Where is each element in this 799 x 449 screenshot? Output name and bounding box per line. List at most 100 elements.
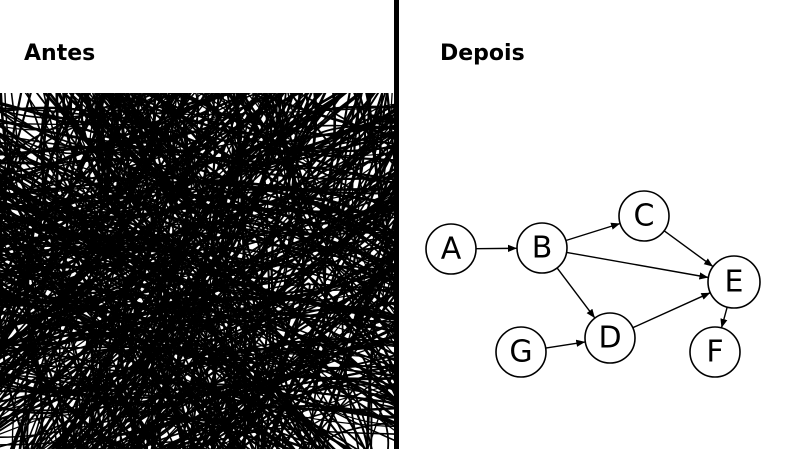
tangle-line bbox=[256, 93, 394, 138]
tangle-line bbox=[0, 93, 208, 307]
tangle-line bbox=[130, 441, 178, 449]
tangle-line bbox=[0, 237, 5, 266]
tangle-line bbox=[0, 93, 69, 204]
node-c: C bbox=[618, 190, 670, 242]
graph-edges bbox=[475, 222, 728, 349]
tangle-line bbox=[0, 146, 21, 203]
tangled-lines-illustration bbox=[0, 93, 394, 449]
tangle-line bbox=[0, 93, 233, 290]
tangle-line bbox=[0, 93, 200, 313]
tangle-line bbox=[199, 93, 318, 449]
tangle-line bbox=[160, 93, 380, 171]
node-circle bbox=[516, 222, 568, 274]
tangle-line bbox=[169, 383, 394, 449]
tangle-line bbox=[92, 93, 394, 159]
tangle-line bbox=[384, 265, 394, 307]
tangle-line bbox=[0, 291, 107, 449]
node-circle bbox=[495, 326, 547, 378]
tangle-line bbox=[0, 177, 394, 286]
tangle-line bbox=[326, 421, 394, 449]
graph-nodes: A B C D EF G bbox=[425, 190, 761, 378]
node-label: G bbox=[509, 335, 532, 370]
tangle-line bbox=[386, 93, 394, 167]
panel-before-title: Antes bbox=[24, 41, 96, 66]
tangle-line bbox=[0, 93, 181, 352]
node-circle bbox=[584, 312, 636, 364]
node-label: D bbox=[598, 321, 621, 356]
node-circle bbox=[425, 223, 477, 275]
tangle-line bbox=[222, 93, 265, 449]
node-circle bbox=[618, 190, 670, 242]
edge-e-to-f bbox=[720, 306, 728, 329]
tangle-line bbox=[0, 93, 199, 412]
tangle-line bbox=[0, 324, 105, 449]
tangle-line bbox=[0, 275, 132, 449]
tangle-line bbox=[267, 209, 394, 449]
tangle-line bbox=[0, 275, 214, 449]
node-f: F bbox=[689, 326, 741, 378]
panel-before: Antes bbox=[0, 0, 394, 449]
tangle-line bbox=[0, 93, 282, 302]
tangle-line bbox=[188, 283, 394, 449]
tangle-lines bbox=[0, 93, 394, 449]
node-e: E bbox=[707, 255, 761, 309]
tangle-line bbox=[277, 93, 394, 344]
tangle-line bbox=[0, 246, 394, 396]
tangle-line bbox=[131, 367, 394, 449]
tangle-line bbox=[0, 93, 302, 266]
tangle-line bbox=[0, 205, 220, 449]
edge-b-to-c bbox=[565, 222, 621, 242]
tangle-line bbox=[0, 307, 324, 449]
tangle-line bbox=[0, 264, 394, 412]
tangle-line bbox=[243, 93, 394, 388]
node-label: F bbox=[706, 335, 723, 370]
tangle-line bbox=[129, 411, 294, 449]
tangle-line bbox=[154, 93, 362, 449]
node-a: A bbox=[425, 223, 477, 275]
panel-divider bbox=[394, 0, 399, 449]
tangle-line bbox=[0, 93, 222, 187]
edge-c-to-e bbox=[663, 230, 714, 268]
tangle-line bbox=[0, 266, 394, 448]
node-circle bbox=[707, 255, 761, 309]
tangle-line bbox=[0, 343, 394, 435]
tangle-line bbox=[0, 244, 32, 356]
tangle-line bbox=[0, 333, 154, 449]
node-graph: A B C D EF G bbox=[425, 190, 761, 378]
tangle-line bbox=[219, 105, 394, 449]
tangle-line bbox=[303, 385, 394, 441]
node-g: G bbox=[495, 326, 547, 378]
node-label: E bbox=[725, 265, 744, 300]
tangle-line bbox=[191, 251, 394, 389]
tangle-line bbox=[0, 93, 189, 269]
tangle-line bbox=[0, 201, 394, 379]
tangle-line bbox=[0, 93, 156, 165]
node-label: A bbox=[441, 232, 462, 267]
node-label: B bbox=[532, 231, 553, 266]
tangle-line bbox=[0, 161, 138, 449]
edge-b-to-d bbox=[556, 267, 596, 319]
tangle-line bbox=[127, 93, 394, 266]
tangle-line bbox=[0, 103, 394, 254]
tangle-line bbox=[0, 177, 394, 333]
tangle-line bbox=[382, 242, 394, 306]
tangle-line bbox=[0, 93, 123, 290]
tangle-line bbox=[46, 93, 244, 449]
node-label: C bbox=[634, 199, 655, 234]
tangle-line bbox=[0, 148, 394, 256]
node-d: D bbox=[584, 312, 636, 364]
tangle-line bbox=[51, 307, 218, 449]
tangle-line bbox=[0, 346, 394, 359]
tangle-line bbox=[0, 93, 347, 152]
tangle-line bbox=[353, 245, 394, 325]
tangle-line bbox=[0, 93, 84, 214]
panel-after-title: Depois bbox=[440, 41, 525, 66]
tangle-line bbox=[24, 300, 234, 449]
tangle-line bbox=[97, 93, 394, 321]
edge-g-to-d bbox=[545, 339, 586, 349]
tangle-line bbox=[0, 93, 210, 305]
tangle-line bbox=[371, 156, 394, 234]
tangle-line bbox=[0, 122, 9, 190]
node-circle bbox=[689, 326, 741, 378]
